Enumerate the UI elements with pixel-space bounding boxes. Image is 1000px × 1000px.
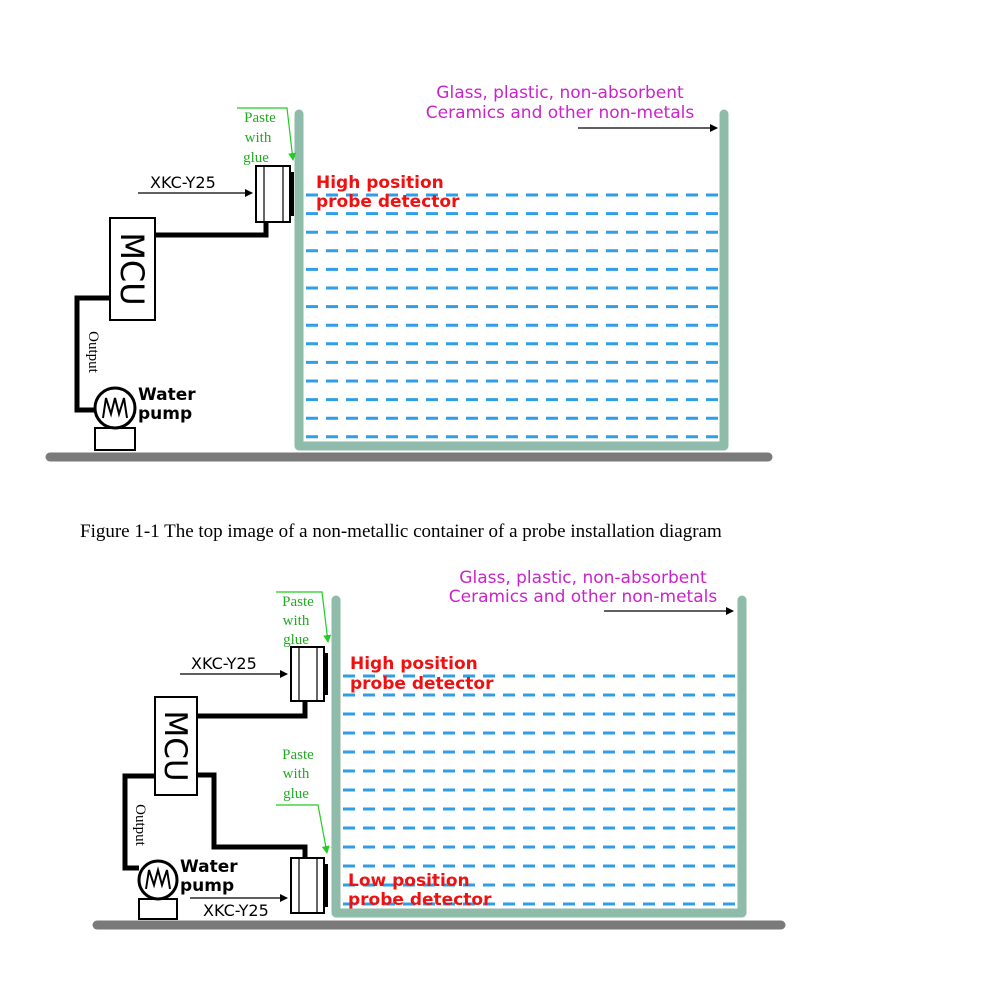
top-high-probe-sensor: [255, 165, 294, 223]
bottom-sensor-model-low-label: XKC-Y25: [203, 901, 269, 920]
top-sensor-mcu-wire: [155, 222, 269, 238]
top-glue-label-line2: with: [245, 130, 272, 146]
bottom-glue-low-label-line3: glue: [283, 786, 309, 802]
top-glue-label-line1: Paste: [244, 110, 276, 126]
bottom-pump-label-line2: pump: [180, 876, 234, 896]
bottom-material-label-line2: Ceramics and other non-metals: [449, 587, 718, 607]
bottom-high-probe-label-line2: probe detector: [350, 674, 494, 694]
bottom-low-probe-label-line1: Low position: [348, 871, 470, 891]
top-mcu-box: MCU: [109, 217, 156, 321]
bottom-glue-low-arrow: [276, 804, 330, 854]
top-output-label: Output: [85, 331, 101, 374]
top-pump-label-line1: Water: [138, 385, 196, 405]
figure-caption: Figure 1-1 The top image of a non-metall…: [80, 521, 722, 542]
top-high-probe-label-line1: High position: [316, 173, 444, 193]
top-mcu-label: MCU: [113, 232, 151, 305]
bottom-glue-low-label-line1: Paste: [282, 747, 314, 763]
top-glue-arrow: [237, 107, 297, 161]
bottom-mcu-box: MCU: [154, 696, 198, 796]
bottom-output-wire: [122, 773, 155, 871]
top-sensor-model-label: XKC-Y25: [150, 173, 216, 192]
top-high-probe-label-line2: probe detector: [316, 192, 460, 212]
bottom-glue-high-arrow: [276, 591, 332, 643]
top-container-wall: [294, 109, 729, 451]
bottom-low-probe-label-line2: probe detector: [348, 890, 492, 910]
bottom-container-wall: [331, 595, 747, 918]
bottom-material-label-line1: Glass, plastic, non-absorbent: [459, 568, 707, 588]
bottom-water: [343, 674, 736, 906]
top-diagram: Glass, plastic, non-absorbent Ceramics a…: [45, 83, 773, 462]
bottom-glue-high-label-line1: Paste: [282, 594, 314, 610]
bottom-mcu-label: MCU: [157, 710, 193, 781]
top-water: [306, 193, 718, 439]
top-material-label-line1: Glass, plastic, non-absorbent: [436, 83, 684, 103]
bottom-diagram: Glass, plastic, non-absorbent Ceramics a…: [92, 568, 786, 930]
bottom-glue-high-label-line3: glue: [283, 632, 309, 648]
bottom-glue-high-label-line2: with: [283, 613, 310, 629]
bottom-low-probe-sensor: [290, 857, 328, 914]
bottom-sensor-model-high-label: XKC-Y25: [191, 654, 257, 673]
top-water-pump-icon: [93, 386, 137, 451]
bottom-high-probe-sensor: [290, 646, 328, 702]
bottom-output-label: Output: [132, 804, 148, 847]
bottom-water-pump-icon: [137, 859, 179, 920]
bottom-glue-low-label-line2: with: [283, 766, 310, 782]
top-glue-label-line3: glue: [243, 150, 269, 166]
top-material-label-line2: Ceramics and other non-metals: [426, 103, 695, 123]
bottom-pump-label-line1: Water: [180, 857, 238, 877]
bottom-low-sensor-mcu-wire: [197, 772, 308, 858]
bottom-high-probe-label-line1: High position: [350, 654, 478, 674]
top-output-wire: [74, 295, 110, 413]
top-pump-label-line2: pump: [138, 404, 192, 424]
bottom-high-sensor-mcu-wire: [197, 701, 308, 719]
